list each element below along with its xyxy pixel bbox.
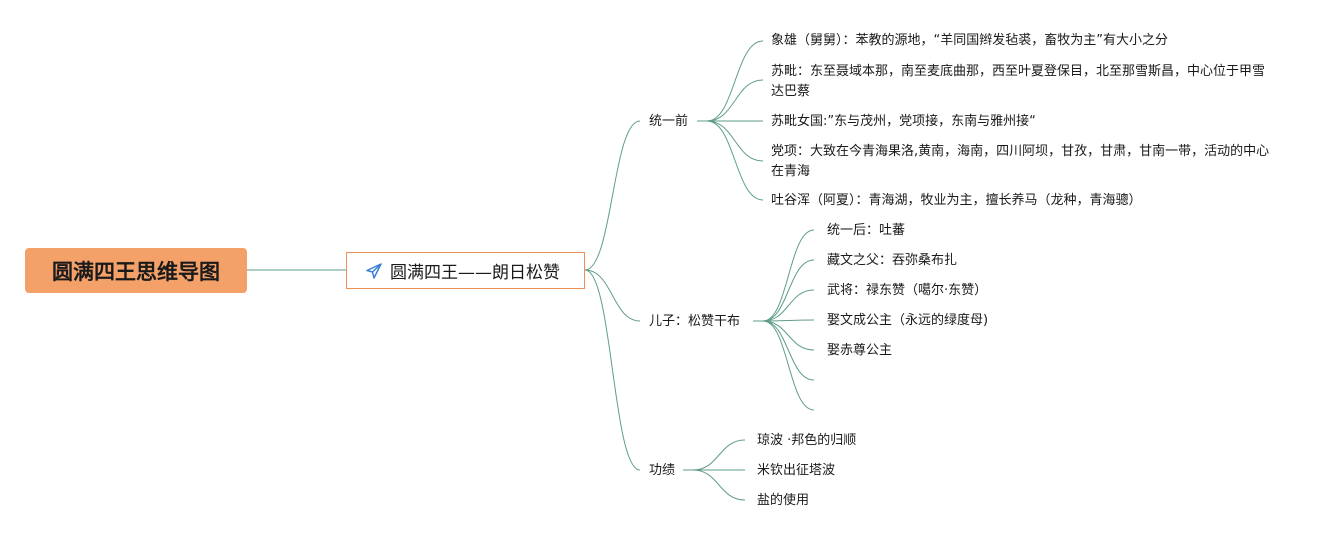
connector-main-branch-1 [584, 269, 641, 322]
leaf-supi-nuguo[interactable]: 苏毗女国:”东与茂州，党项接，东南与雅州接“ [771, 114, 1036, 129]
connector-branch1-leaf-1 [762, 259, 815, 322]
branch-before-unification[interactable]: 统一前 [649, 114, 689, 129]
leaf-princess-bhrikuti[interactable]: 娶赤尊公主 [827, 343, 893, 358]
main-topic-label: 圆满四王——朗日松赞 [390, 263, 560, 283]
connector-branch1-leaf-0 [762, 229, 815, 322]
leaf-tuyuhun[interactable]: 吐谷浑（阿夏）：青海湖，牧业为主，擅长养马（龙种，青海骢） [771, 193, 1142, 208]
connector-branch2-leaf-0 [692, 439, 746, 471]
leaf-xiangxiong[interactable]: 象雄（舅舅）：苯教的源地，“羊同国辫发毡裘，畜牧为主”有大小之分 [771, 33, 1168, 48]
connector-branch1-leaf-3 [762, 319, 815, 322]
leaf-general[interactable]: 武将：禄东赞（噶尔·东赞） [827, 283, 988, 298]
root-topic[interactable]: 圆满四王思维导图 [25, 248, 247, 293]
connector-branch1-leaf-2 [762, 289, 815, 322]
connector-branch0-leaf-4 [706, 120, 764, 201]
main-topic[interactable]: 圆满四王——朗日松赞 [346, 252, 585, 289]
connector-branch1-leaf-6 [762, 320, 815, 411]
connector-branch1-leaf-4 [762, 320, 815, 351]
leaf-dangxiang[interactable]: 党项：大致在今青海果洛,黄南，海南，四川阿坝，甘孜，甘肃，甘南一带，活动的中心在… [771, 144, 1270, 179]
branch-son-songtsen-gampo[interactable]: 儿子：松赞干布 [649, 314, 741, 329]
paper-plane-icon [365, 262, 383, 280]
branch-achievements[interactable]: 功绩 [649, 463, 676, 478]
connector-branch0-leaf-3 [706, 120, 764, 162]
connector-branch0-leaf-1 [706, 79, 764, 122]
connector-main-branch-2 [584, 269, 641, 471]
leaf-qiongbo[interactable]: 琼波 ·邦色的归顺 [757, 433, 857, 448]
connector-branch2-leaf-2 [692, 469, 746, 501]
leaf-princess-wencheng[interactable]: 娶文成公主（永远的绿度母) [827, 313, 989, 328]
leaf-supi[interactable]: 苏毗：东至聂域本那，南至麦底曲那，西至叶夏登保目，北至那雪斯昌，中心位于甲雪达巴… [771, 64, 1266, 99]
connector-branch1-leaf-5 [762, 320, 815, 381]
leaf-after-unification[interactable]: 统一后：吐蕃 [827, 223, 906, 238]
leaf-salt[interactable]: 盐的使用 [757, 493, 810, 508]
connector-branch0-leaf-0 [706, 40, 764, 122]
leaf-tibetan-script-father[interactable]: 藏文之父：吞弥桑布扎 [827, 253, 958, 268]
leaf-miqin[interactable]: 米钦出征塔波 [757, 463, 836, 478]
connector-main-branch-0 [584, 120, 641, 271]
